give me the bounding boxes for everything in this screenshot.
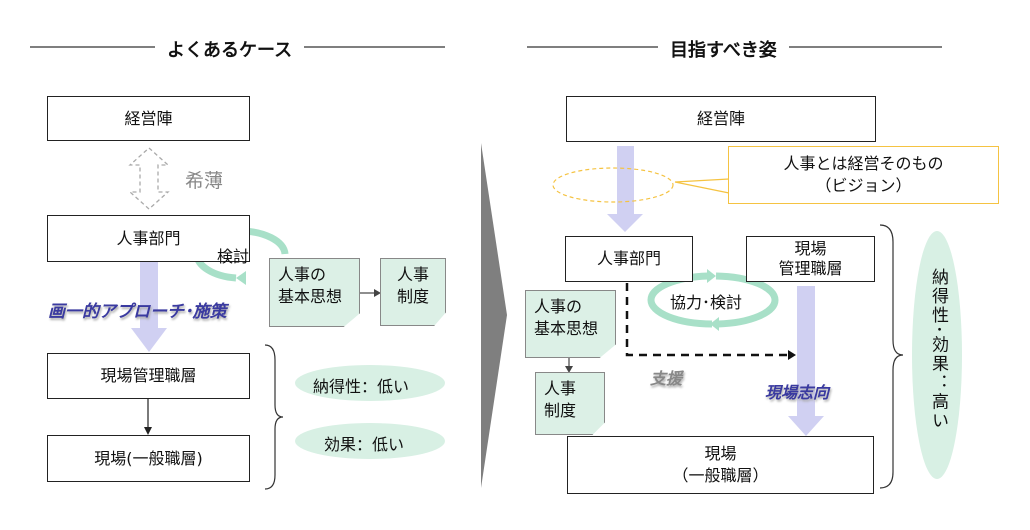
weak-label: 希薄 bbox=[185, 170, 224, 192]
result-low-effect: 効果：低い bbox=[324, 435, 405, 454]
field-managers-box: 現場 管理職層 bbox=[746, 236, 875, 282]
arrow-head bbox=[374, 289, 381, 297]
approach-arrow bbox=[131, 256, 167, 352]
left-title: よくあるケース bbox=[155, 36, 305, 62]
vision-line1: 人事とは経営そのもの bbox=[783, 154, 944, 173]
vision-callout: 人事とは経営そのもの （ビジョン） bbox=[728, 146, 999, 204]
hr-system-note: 人事 制度 bbox=[380, 258, 446, 326]
field-oriented-label: 現場志向 bbox=[765, 383, 830, 402]
field-managers-box: 現場管理職層 bbox=[47, 353, 250, 399]
right-brace bbox=[879, 224, 904, 489]
field-staff-box: 現場 （一般職層） bbox=[567, 436, 874, 494]
vision-line2: （ビジョン） bbox=[815, 176, 912, 195]
review-label: 検討 bbox=[217, 247, 250, 266]
cooperation-label: 協力･検討 bbox=[670, 293, 743, 312]
result-ellipse bbox=[295, 423, 445, 459]
result-low-acceptance: 納得性：低い bbox=[313, 377, 410, 396]
result-ellipse bbox=[295, 365, 445, 401]
approach-label: 画一的アプローチ･施策 bbox=[48, 302, 227, 322]
hr-dept-box: 人事部門 bbox=[47, 215, 250, 262]
hr-philosophy-note: 人事の 基本思想 bbox=[525, 290, 616, 358]
support-label: 支援 bbox=[650, 369, 683, 388]
hr-dept-box: 人事部門 bbox=[565, 236, 693, 282]
result-high: 納得性･効果：高い bbox=[928, 268, 948, 431]
management-box: 経営陣 bbox=[47, 96, 250, 141]
field-staff-box: 現場(一般職層) bbox=[47, 435, 250, 482]
support-path bbox=[625, 283, 788, 357]
right-title: 目指すべき姿 bbox=[658, 36, 789, 62]
hr-system-note: 人事 制度 bbox=[535, 372, 605, 435]
transition-arrow bbox=[481, 143, 507, 488]
weak-double-arrow bbox=[128, 147, 170, 210]
result-ellipse-vertical bbox=[912, 231, 962, 479]
vision-arrow bbox=[607, 146, 643, 232]
left-brace bbox=[264, 344, 284, 490]
management-box: 経営陣 bbox=[566, 96, 876, 142]
vision-ellipse bbox=[552, 167, 674, 203]
field-oriented-arrow bbox=[788, 286, 824, 436]
hr-philosophy-note: 人事の 基本思想 bbox=[269, 258, 360, 327]
